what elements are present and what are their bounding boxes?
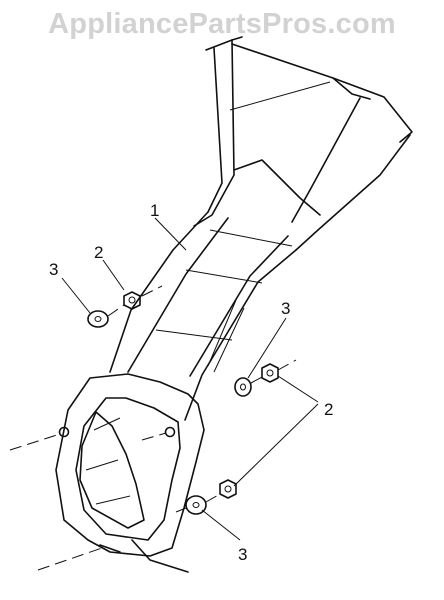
tube-hatching — [207, 299, 245, 373]
callout-part-1: 1 — [150, 201, 159, 220]
axis-line-left-hardware — [107, 304, 125, 317]
hopper-top-edge — [231, 43, 413, 143]
mount-hole-left — [58, 426, 70, 438]
flange-outer-plate — [55, 373, 205, 557]
chute-base-flange — [9, 373, 205, 573]
washer-left — [87, 310, 109, 328]
handle-rod-top — [231, 36, 243, 41]
leader-part-3-left — [61, 277, 91, 314]
flange-throat — [79, 411, 145, 529]
flange-inner-opening — [75, 397, 181, 541]
hex-nut-right-upper — [261, 363, 279, 383]
callout-part-2-left: 2 — [94, 243, 103, 262]
leader-part-3-right-upper — [247, 317, 287, 379]
axis-line-right-lower — [175, 507, 187, 513]
hopper-fold-line — [291, 97, 361, 223]
watermark-text: AppliancePartsPros.com — [48, 8, 396, 40]
tube-right-edge — [184, 249, 297, 421]
flange-hatching — [85, 417, 131, 505]
tube-seam-middle — [185, 269, 263, 284]
flange-tab — [99, 544, 121, 553]
hopper-inner-edge — [233, 159, 321, 216]
tube-seam-upper — [209, 229, 293, 247]
hopper-right-edge — [295, 134, 411, 251]
leader-part-1 — [154, 217, 187, 251]
axis-line-left-nut — [141, 285, 163, 297]
tube-seam-lower — [155, 329, 233, 341]
leader-lines — [61, 217, 319, 541]
tube-left-inner-edge — [127, 217, 229, 373]
leader-part-3-bottom — [201, 509, 241, 541]
hopper-rim-shade — [229, 81, 331, 111]
tube-left-edge — [109, 211, 209, 373]
callout-part-3-left: 3 — [49, 260, 58, 279]
axis-line-right-lower-mid — [205, 493, 221, 503]
hex-nut-right-lower — [219, 479, 237, 499]
callout-part-3-bottom: 3 — [238, 545, 247, 564]
chute-upper-section — [193, 36, 413, 251]
axis-line-left — [9, 433, 61, 451]
axis-line-center — [141, 432, 167, 441]
washer-right-lower — [185, 495, 207, 515]
leader-part-2-right-b — [233, 403, 319, 487]
axis-line-bottom — [37, 547, 103, 571]
flange-spout-lip — [131, 539, 189, 573]
handle-rod-inner — [207, 47, 223, 213]
hardware — [87, 285, 297, 515]
axis-line-right-upper — [250, 376, 263, 384]
chute-tube — [109, 211, 297, 421]
axis-line-right-upper-out — [277, 359, 297, 371]
handle-rod-front — [193, 39, 235, 227]
callout-part-3-right-upper: 3 — [281, 299, 290, 318]
washer-right-upper — [234, 377, 252, 397]
leader-part-2-left — [102, 259, 125, 291]
tube-right-inner-edge — [189, 235, 289, 377]
leader-part-2-right-a — [277, 375, 319, 403]
callout-part-2-right: 2 — [324, 400, 333, 419]
hopper-lip — [332, 77, 371, 100]
mount-hole-right — [164, 426, 176, 438]
